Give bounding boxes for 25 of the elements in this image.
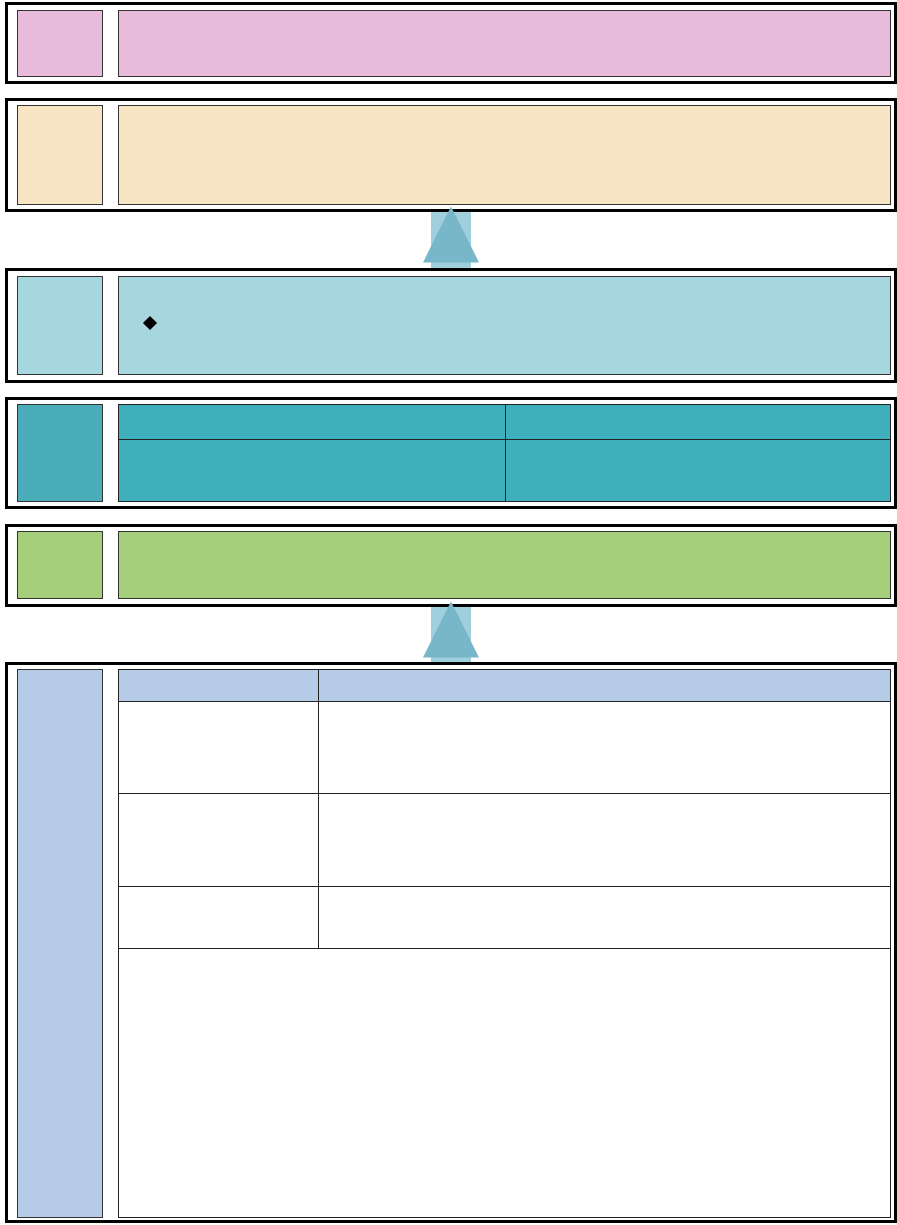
table-header xyxy=(318,669,891,702)
table-panel xyxy=(505,439,891,502)
band-frame xyxy=(5,524,897,607)
block-arrow xyxy=(423,206,479,268)
label-panel xyxy=(17,276,103,375)
label-panel xyxy=(17,105,103,205)
block-arrow xyxy=(423,601,479,662)
table-header xyxy=(505,404,891,440)
content-panel xyxy=(118,276,891,375)
band-frame xyxy=(5,662,897,1223)
content-panel xyxy=(118,10,891,77)
label-panel xyxy=(17,669,103,1218)
label-panel xyxy=(17,531,103,599)
table-panel xyxy=(118,439,506,502)
label-panel xyxy=(17,10,103,77)
table-header xyxy=(118,669,319,702)
table-panel xyxy=(118,948,891,1218)
band-frame xyxy=(5,397,897,509)
label-panel xyxy=(17,404,103,502)
table-header xyxy=(118,404,506,440)
band-frame xyxy=(5,268,897,383)
band-frame xyxy=(5,2,897,84)
band-frame xyxy=(5,98,897,212)
content-panel xyxy=(118,531,891,599)
content-panel xyxy=(118,105,891,205)
